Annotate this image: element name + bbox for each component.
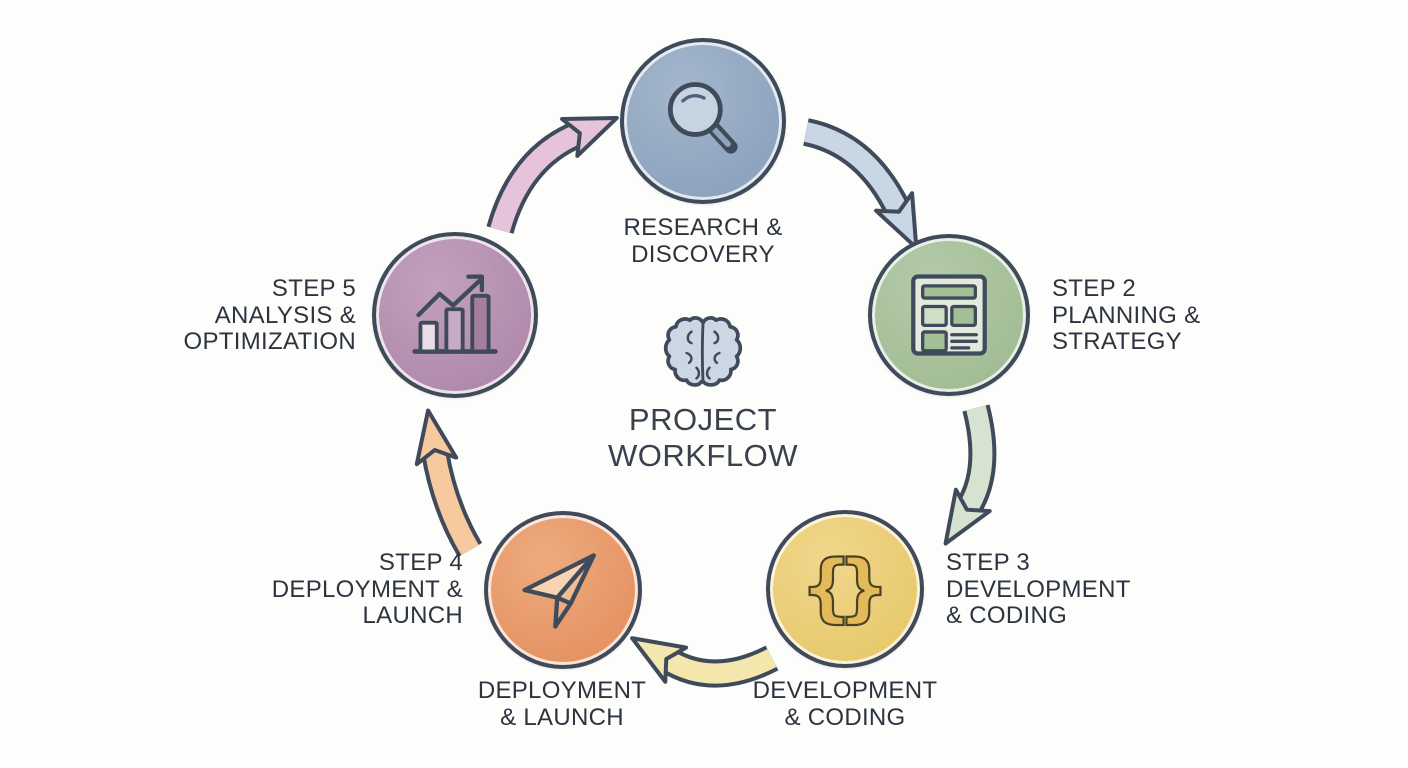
bar-chart-icon — [412, 274, 498, 354]
planning-label-line3: STRATEGY — [1052, 328, 1182, 355]
planning-circle — [868, 234, 1030, 396]
code-braces-icon: { } — [799, 545, 890, 632]
analysis-circle — [372, 232, 538, 398]
svg-text:{: { — [800, 546, 852, 631]
arrow-planning-to-development — [943, 404, 997, 546]
magnifier-icon — [667, 82, 738, 154]
arrow-research-to-planning — [802, 118, 919, 250]
paper-plane-icon — [522, 553, 596, 629]
deployment-side-line3: LAUNCH — [362, 602, 463, 629]
planning-label-line2: PLANNING & — [1052, 301, 1201, 329]
arrow-deployment-to-analysis — [414, 408, 483, 558]
deployment-bottom-line2: & LAUNCH — [500, 703, 624, 731]
development-side-label: STEP 3 DEVELOPMENT & CODING — [946, 549, 1131, 630]
deployment-side-label: STEP 4 DEPLOYMENT & LAUNCH — [233, 549, 463, 630]
deployment-side-line2: DEPLOYMENT & — [271, 575, 463, 603]
research-circle — [620, 38, 786, 204]
diagram-title: PROJECT WORKFLOW — [553, 402, 853, 474]
deployment-step-number: STEP 4 — [378, 549, 463, 576]
deployment-circle — [484, 511, 642, 669]
svg-text:}: } — [837, 546, 889, 631]
diagram-title-line1: PROJECT — [628, 402, 778, 437]
diagram-title-line2: WORKFLOW — [608, 438, 798, 473]
development-bottom-label: DEVELOPMENT & CODING — [695, 677, 995, 731]
analysis-side-label: STEP 5 ANALYSIS & OPTIMIZATION — [126, 275, 356, 356]
development-step-number: STEP 3 — [946, 549, 1031, 576]
analysis-side-line2: ANALYSIS & — [214, 301, 356, 329]
deployment-bottom-line1: DEPLOYMENT — [477, 677, 647, 704]
brain-icon — [663, 316, 743, 387]
wireframe-document-icon — [911, 274, 987, 356]
deployment-bottom-label: DEPLOYMENT & LAUNCH — [412, 677, 712, 731]
planning-step-number: STEP 2 — [1052, 275, 1137, 302]
development-circle: { } — [766, 510, 924, 668]
arrow-analysis-to-research — [486, 115, 619, 234]
analysis-side-line3: OPTIMIZATION — [183, 328, 356, 355]
development-bottom-line2: & CODING — [784, 703, 906, 731]
development-side-line3: & CODING — [946, 602, 1068, 629]
research-label: RESEARCH & DISCOVERY — [553, 214, 853, 268]
analysis-step-number: STEP 5 — [271, 275, 356, 302]
research-label-line1: RESEARCH & — [623, 214, 783, 241]
development-side-line2: DEVELOPMENT — [946, 575, 1131, 603]
arrow-development-to-deployment — [630, 636, 779, 688]
research-label-line2: DISCOVERY — [631, 240, 775, 268]
planning-side-label: STEP 2 PLANNING & STRATEGY — [1052, 275, 1201, 356]
development-bottom-line1: DEVELOPMENT — [752, 677, 938, 704]
